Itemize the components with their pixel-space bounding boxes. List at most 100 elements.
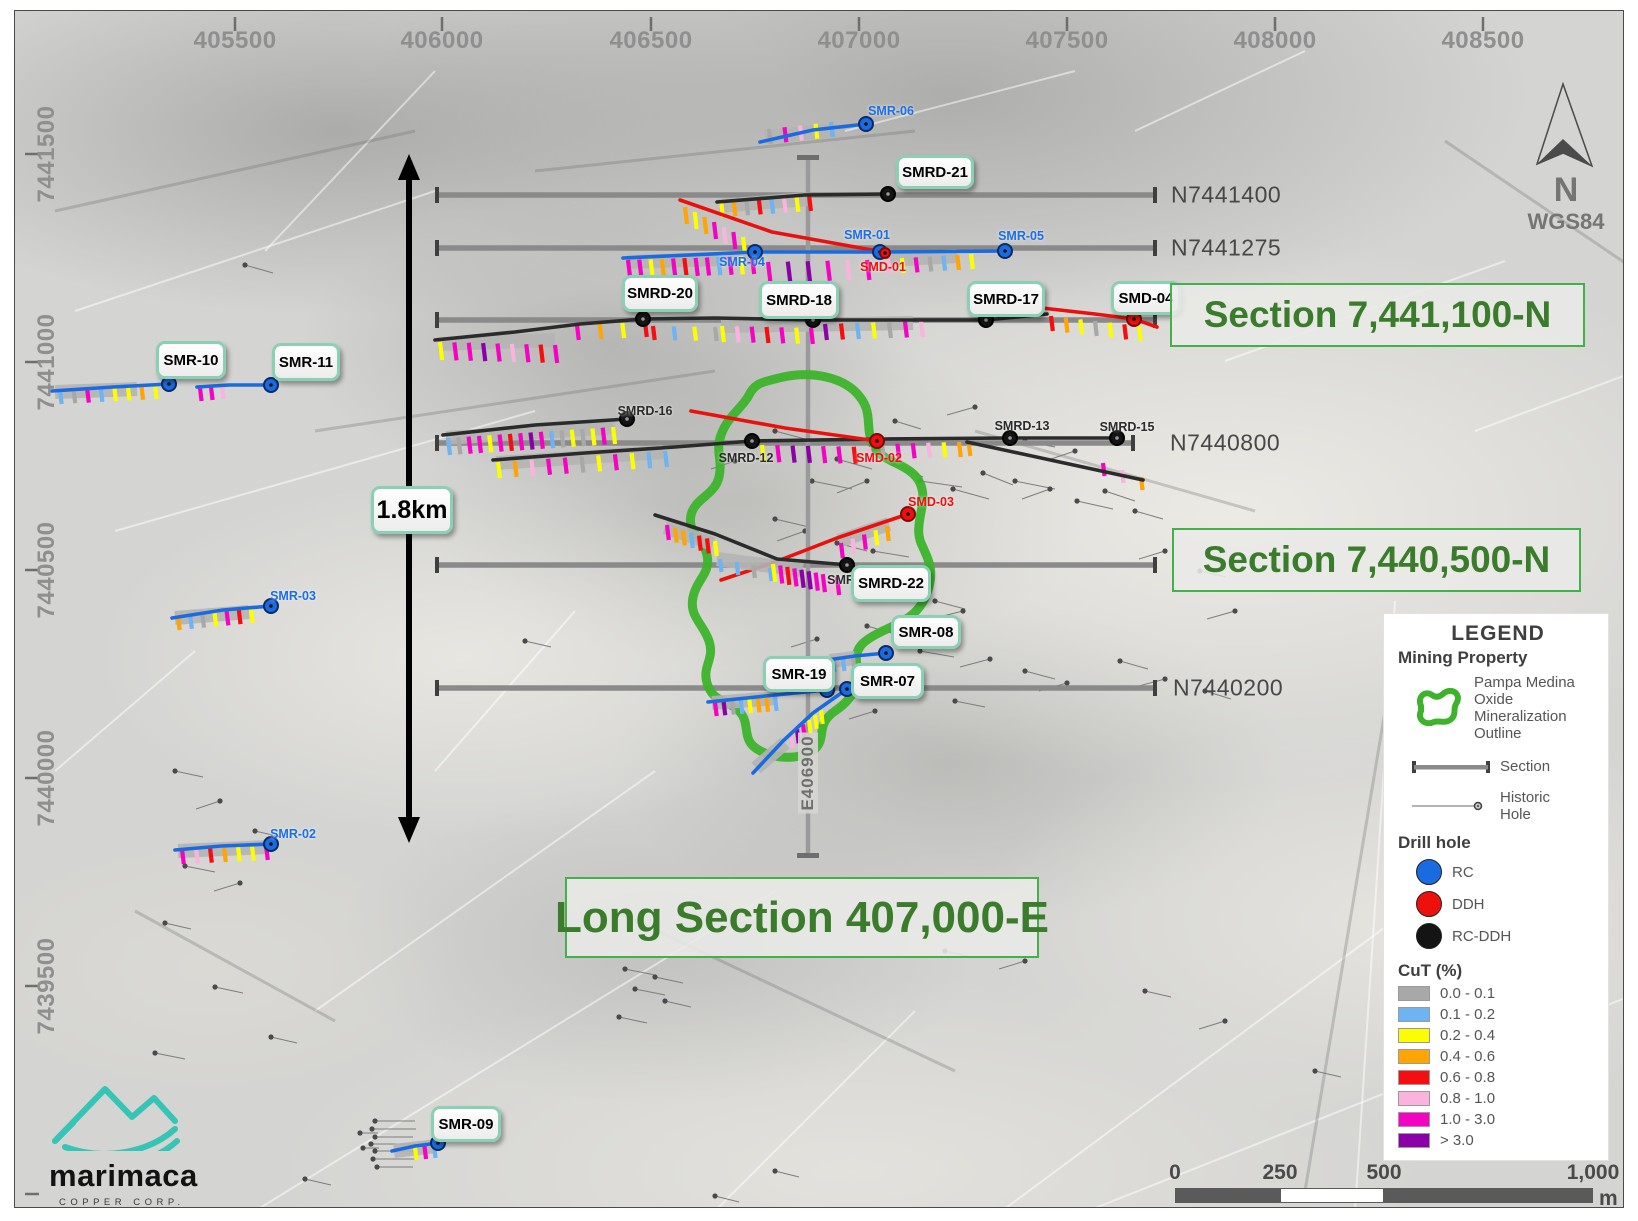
drill-hole-marker-SMRD-20 [635,311,651,327]
easting-axis-label: 405500 [193,27,277,54]
drill-hole-marker-SMD-03 [900,506,916,522]
northing-axis-label: 7441000 [33,313,60,411]
drill-type-circle-icon [1416,859,1442,885]
drill-hole-marker-SMR-08 [878,645,894,661]
easting-axis-label: 408500 [1441,27,1525,54]
easting-axis-label: 407000 [817,27,901,54]
northing-axis-label: 7440000 [33,729,60,827]
drill-hole-label-SMRD-12: SMRD-12 [718,451,774,465]
drill-hole-label-SMRD-22: SMRD-22 [851,565,931,602]
drill-hole-label-SMD-04: SMD-04 [1111,281,1181,315]
section-callout-7441100: Section 7,441,100-N [1170,283,1585,347]
historic-holes-layer [152,262,1420,1203]
cut-color-swatch [1398,1112,1430,1127]
scale-bar: 0 250 500 1,000 m [1169,1161,1619,1208]
drill-hole-label-SMR-10: SMR-10 [156,341,226,379]
cut-color-swatch [1398,1049,1430,1064]
section-line-label-N7441400: N7441400 [1171,181,1282,208]
cut-class-label: 0.4 - 0.6 [1440,1048,1496,1065]
drill-hole-label-SMR: SMR [827,573,855,587]
drill-hole-marker-SMRD-22 [839,557,855,573]
north-arrow [1535,81,1594,168]
drill-hole-label-SMR-19: SMR-19 [763,656,835,692]
drill-hole-marker-SMD-01 [879,247,891,259]
section-line-label-N7441275: N7441275 [1171,234,1282,261]
drill-hole-label-SMD-02: SMD-02 [856,451,902,465]
drill-hole-label-SMR-05: SMR-05 [998,229,1044,243]
cut-class-label: > 3.0 [1440,1132,1474,1149]
mineralization-outline-label: Pampa Medina Oxide Mineralization Outlin… [1474,674,1575,742]
cut-color-swatch [1398,1007,1430,1022]
cut-color-swatch [1398,1070,1430,1085]
drill-hole-label-SMRD-13: SMRD-13 [994,419,1050,433]
drill-traces-layer [50,121,1159,1161]
scale-bar-tick-label: 250 [1262,1161,1298,1184]
legend-panel: LEGEND Mining Property Pampa Medina Oxid… [1383,613,1609,1161]
drill-type-circle-icon [1416,891,1442,917]
cut-class-label: 0.1 - 0.2 [1440,1006,1496,1023]
drill-hole-label-SMRD-15: SMRD-15 [1099,420,1155,434]
drill-hole-label-SMR-02: SMR-02 [270,827,316,841]
section-symbol [1412,760,1490,773]
historic-hole-symbol [1412,801,1483,811]
drill-hole-marker-SMR-03 [263,598,279,614]
scale-bar-tick-label: 1,000 [1566,1161,1620,1184]
long-section-callout: Long Section 407,000-E [555,877,1049,958]
section-line-label-N7440200: N7440200 [1173,674,1284,701]
legend-cut-class-row: 0.6 - 0.8 [1398,1069,1598,1086]
drill-hole-marker-SMRD-13 [1002,430,1018,446]
scale-bar-segment [1175,1188,1280,1203]
drill-hole-label-SMR-04: SMR-04 [719,255,765,269]
drill-hole-label-SMR-09: SMR-09 [431,1106,501,1142]
legend-drill-type-row: DDH [1398,891,1598,917]
drill-hole-marker-SMRD-15 [1109,430,1125,446]
drill-hole-label-SMRD-17: SMRD-17 [967,281,1045,317]
easting-axis-label: 408000 [1233,27,1317,54]
cut-class-label: 0.0 - 0.1 [1440,985,1496,1002]
drill-hole-marker-SMRD-21 [880,186,896,202]
drill-type-label: RC-DDH [1452,927,1512,945]
drill-hole-label-SMR-08: SMR-08 [891,615,961,649]
cut-class-label: 0.8 - 1.0 [1440,1090,1496,1107]
legend-drill-type-row: RC [1398,859,1598,885]
drill-hole-label-SMD-01: SMD-01 [860,260,906,274]
easting-axis-label: 407500 [1025,27,1109,54]
drill-hole-label-SMR-01: SMR-01 [844,228,890,242]
scale-bar-tick-label: 500 [1366,1161,1402,1184]
drill-hole-marker-SMRD-12 [744,433,760,449]
north-label: N [1553,171,1579,209]
northing-axis-label: 7440500 [33,521,60,619]
legend-cut-class-row: 0.1 - 0.2 [1398,1006,1598,1023]
drill-hole-marker-SMR-10 [161,376,177,392]
cut-color-swatch [1398,986,1430,1001]
drill-hole-marker-SMR-11 [263,377,279,393]
mineralization-outline-icon [1417,687,1461,727]
scale-bar-segment [1384,1188,1593,1203]
drill-hole-label-SMRD-18: SMRD-18 [759,281,839,319]
grid-ticks [25,17,1485,1196]
drill-hole-marker-SMR-07 [839,681,855,697]
legend-cut-class-row: 1.0 - 3.0 [1398,1111,1598,1128]
cut-class-label: 1.0 - 3.0 [1440,1111,1496,1128]
drill-hole-label-SMD-03: SMD-03 [908,495,954,509]
legend-drill-type-row: RC-DDH [1398,923,1598,949]
datum-label: WGS84 [1527,209,1605,234]
section-callout-7440500: Section 7,440,500-N [1172,528,1581,592]
drill-hole-marker-SMR-04 [747,244,763,260]
drill-hole-marker-SMRD-16 [619,411,635,427]
drill-hole-marker-SMR-06 [858,116,874,132]
cut-class-label: 0.2 - 0.4 [1440,1027,1496,1044]
drill-hole-label-SMRD-20: SMRD-20 [622,275,698,312]
legend-cut-heading: CuT (%) [1398,961,1463,980]
northing-axis-label: 7441500 [33,105,60,203]
company-logo: marimaca COPPER CORP. [43,1073,223,1207]
scale-bar-tick-label: 0 [1169,1161,1181,1184]
historic-hole-label: Historic Hole [1500,789,1551,823]
legend-cut-class-row: 0.8 - 1.0 [1398,1090,1598,1107]
scale-bar-unit: m [1599,1187,1618,1208]
northing-axis-label: 7439500 [33,937,60,1035]
drill-hole-label-SMRD-16: SMRD-16 [617,404,673,418]
scale-bar-segment [1280,1188,1384,1203]
drill-hole-marker-SMD-02 [869,433,885,449]
